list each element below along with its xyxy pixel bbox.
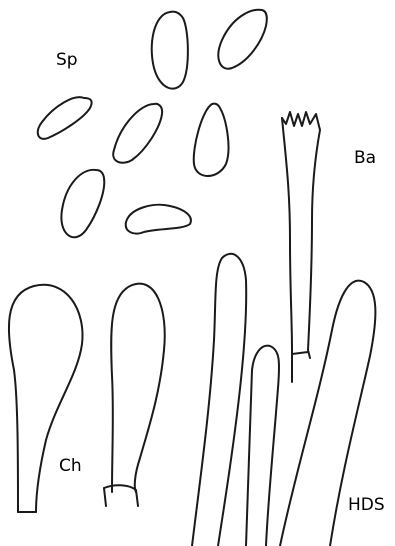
- spore: [38, 97, 92, 139]
- hypha: [246, 346, 279, 546]
- cheilocystidium-base: [104, 485, 138, 506]
- spore-group: [38, 10, 267, 238]
- cheilocystidium: [9, 285, 83, 512]
- label-spores: Sp: [56, 52, 78, 69]
- basidium-outline: [282, 112, 320, 358]
- hypha: [192, 254, 246, 546]
- spore: [194, 104, 229, 176]
- label-cheilocystidia: Ch: [59, 458, 82, 475]
- spore: [61, 170, 104, 237]
- spore: [152, 12, 188, 89]
- basidium: [282, 112, 320, 382]
- label-pileipellis: HDS: [348, 497, 385, 514]
- spore: [126, 205, 191, 234]
- spore: [218, 10, 266, 69]
- spore: [113, 104, 162, 163]
- cheilocystidia: [9, 284, 165, 512]
- cheilocystidium: [111, 284, 165, 492]
- label-basidia: Ba: [354, 150, 376, 167]
- basidium-outline: [282, 118, 292, 382]
- basidium-septum: [292, 352, 308, 354]
